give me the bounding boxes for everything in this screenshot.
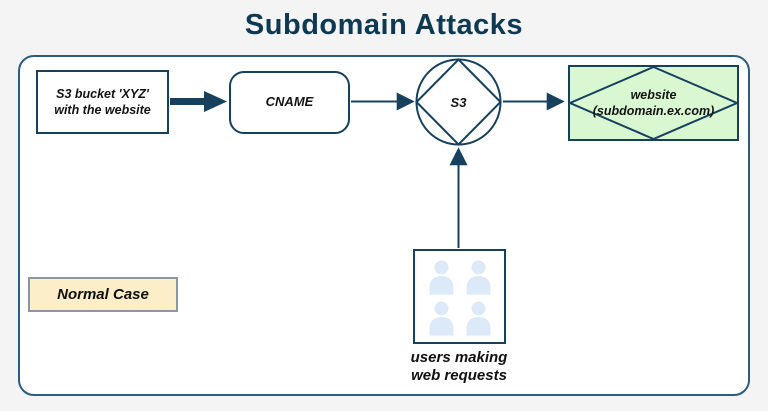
person-icon [429, 259, 453, 295]
node-s3-label: S3 [450, 94, 467, 110]
users-caption-line1: users making [410, 349, 508, 366]
node-cname-label: CNAME [265, 94, 314, 110]
website-diamond [568, 65, 739, 141]
page-title: Subdomain Attacks [244, 9, 524, 41]
person-icon [429, 300, 453, 336]
legend-label: Normal Case [57, 286, 149, 303]
person-icon [466, 259, 490, 295]
node-s3-bucket-label: S3 bucket 'XYZ' with the website [54, 86, 151, 117]
node-cname: CNAME [229, 71, 350, 134]
users-caption-line2: web requests [411, 367, 507, 385]
node-users [413, 249, 506, 344]
node-s3: S3 [415, 58, 502, 146]
node-s3-shape [415, 58, 502, 146]
person-icon [466, 300, 490, 336]
website-label-line2: (subdomain.ex.com) [592, 104, 715, 118]
node-website-label: website (subdomain.ex.com) [593, 87, 715, 120]
legend-normal-case: Normal Case [28, 277, 178, 312]
s3-diamond [415, 58, 502, 146]
website-label-line1: website [630, 87, 677, 102]
users-caption: users making web requests [384, 349, 534, 386]
node-s3-bucket: S3 bucket 'XYZ' with the website [36, 70, 169, 134]
node-website: website (subdomain.ex.com) [568, 65, 739, 141]
